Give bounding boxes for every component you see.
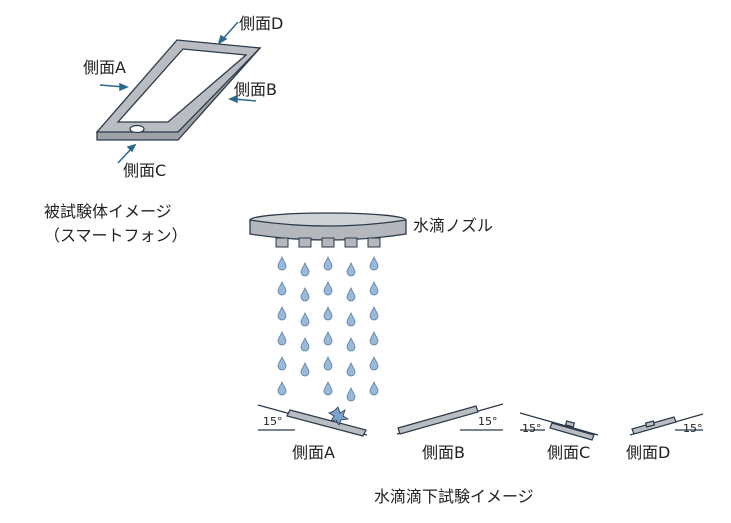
arrowhead-side-a (119, 82, 129, 92)
water-drop (300, 336, 310, 352)
phone-screen (116, 48, 248, 123)
label-side-a: 側面A (83, 58, 126, 77)
label-test-side-d: 側面D (626, 443, 671, 462)
arrow-side-c (117, 147, 133, 164)
water-drop (323, 280, 333, 296)
nozzle-tip (298, 237, 312, 248)
device-c-button (564, 420, 576, 428)
arrowhead-side-b (228, 94, 238, 104)
impact-splash (328, 406, 350, 426)
device-d-button (644, 420, 656, 428)
nozzle-body (249, 219, 407, 241)
water-drop (346, 361, 356, 377)
water-drop (346, 286, 356, 302)
label-side-d: 側面D (239, 14, 284, 33)
nozzle-tip (321, 237, 335, 248)
water-drop (300, 261, 310, 277)
label-side-b: 側面B (234, 80, 277, 99)
phone-caption-line1: 被試験体イメージ (44, 202, 172, 221)
device-side-a (286, 409, 367, 437)
water-drop (369, 280, 379, 296)
water-drop (300, 311, 310, 327)
label-test-side-b: 側面B (422, 443, 465, 462)
water-drop (369, 355, 379, 371)
water-drop (369, 305, 379, 321)
device-side-c (549, 422, 595, 441)
water-drop (277, 355, 287, 371)
water-drop (323, 330, 333, 346)
water-drop (346, 311, 356, 327)
water-drop (277, 280, 287, 296)
water-drops (277, 255, 379, 402)
water-drop (277, 255, 287, 271)
angle-label-c: 15° (522, 422, 542, 435)
water-drop (323, 355, 333, 371)
smartphone-illustration (95, 21, 262, 164)
test-surfaces (257, 403, 704, 441)
water-drop (323, 305, 333, 321)
water-drop (369, 330, 379, 346)
arrow-side-d (221, 21, 239, 41)
nozzle-tip (367, 237, 381, 248)
water-drop (300, 361, 310, 377)
water-drop (369, 380, 379, 396)
water-drop (369, 255, 379, 271)
water-drop (277, 330, 287, 346)
water-drop (346, 386, 356, 402)
water-drop (346, 336, 356, 352)
label-test-side-c: 側面C (547, 443, 591, 462)
water-drop (277, 305, 287, 321)
home-button (129, 124, 145, 134)
water-drop (323, 380, 333, 396)
water-drop (300, 286, 310, 302)
angle-label-a: 15° (263, 415, 283, 428)
surface-c-line (519, 412, 599, 436)
water-nozzle (249, 212, 407, 248)
nozzle-label: 水滴ノズル (413, 216, 494, 235)
arrowhead-side-d (217, 34, 228, 45)
arrowhead-side-c (126, 143, 137, 153)
device-side-b (397, 405, 479, 435)
angle-label-b: 15° (478, 415, 498, 428)
label-side-c: 側面C (123, 161, 167, 180)
water-drop (323, 255, 333, 271)
water-drop (346, 261, 356, 277)
phone-caption-line2: （スマートフォン） (44, 226, 188, 245)
angle-label-d: 15° (683, 422, 703, 435)
nozzle-tip (275, 237, 289, 248)
label-test-side-a: 側面A (292, 443, 335, 462)
water-drop (277, 380, 287, 396)
nozzle-tip (344, 237, 358, 248)
test-caption: 水滴滴下試験イメージ (374, 487, 534, 506)
